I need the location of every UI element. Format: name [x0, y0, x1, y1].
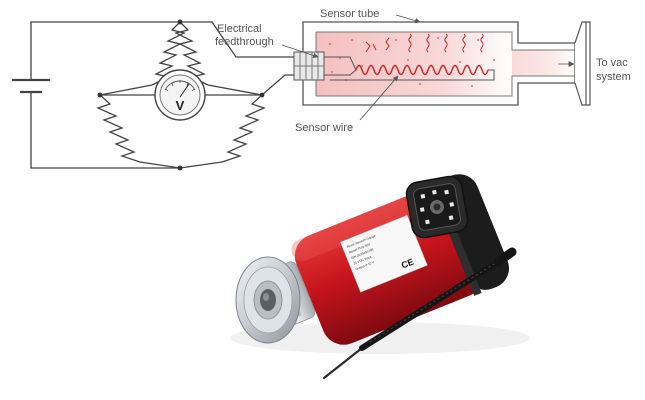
resistor-icon [179, 94, 266, 169]
screwdriver-icon [322, 247, 517, 380]
svg-text:24 VDC Input: 24 VDC Input [353, 255, 372, 266]
device-spec-label: Pirani Vacuum Gauge Model PVG-550 S/N 01… [340, 214, 428, 293]
pirani-gauge-device: Pirani Vacuum Gauge Model PVG-550 S/N 01… [230, 174, 530, 380]
resistor-icon [96, 94, 181, 169]
label-to-vac-1: To vac [596, 57, 628, 69]
label-sensor-wire: Sensor wire [295, 122, 353, 134]
label-pointers [281, 14, 421, 121]
label-electrical-feedthrough-1: Electrical [217, 23, 262, 35]
electrical-feedthrough [293, 51, 325, 81]
wire-top [30, 21, 180, 44]
circuit-nodes [97, 19, 265, 171]
voltmeter-icon: V [154, 69, 206, 121]
kf-flange [235, 256, 301, 344]
svg-text:Output 0-10 V: Output 0-10 V [355, 260, 376, 271]
wire-bottom [30, 106, 180, 169]
meter-symbol: V [176, 98, 185, 113]
label-electrical-feedthrough-2: feedthrough [215, 36, 274, 48]
heated-wire-icon [355, 64, 489, 76]
connector-icon [405, 175, 469, 239]
heat-waves [365, 33, 484, 53]
battery-icon [12, 44, 50, 106]
label-sensor-tube: Sensor tube [320, 8, 379, 20]
label-to-vac-2: system [596, 71, 631, 83]
ce-mark: CE [400, 257, 415, 271]
sensor-tube [293, 21, 591, 106]
vacuum-flange [574, 21, 591, 106]
